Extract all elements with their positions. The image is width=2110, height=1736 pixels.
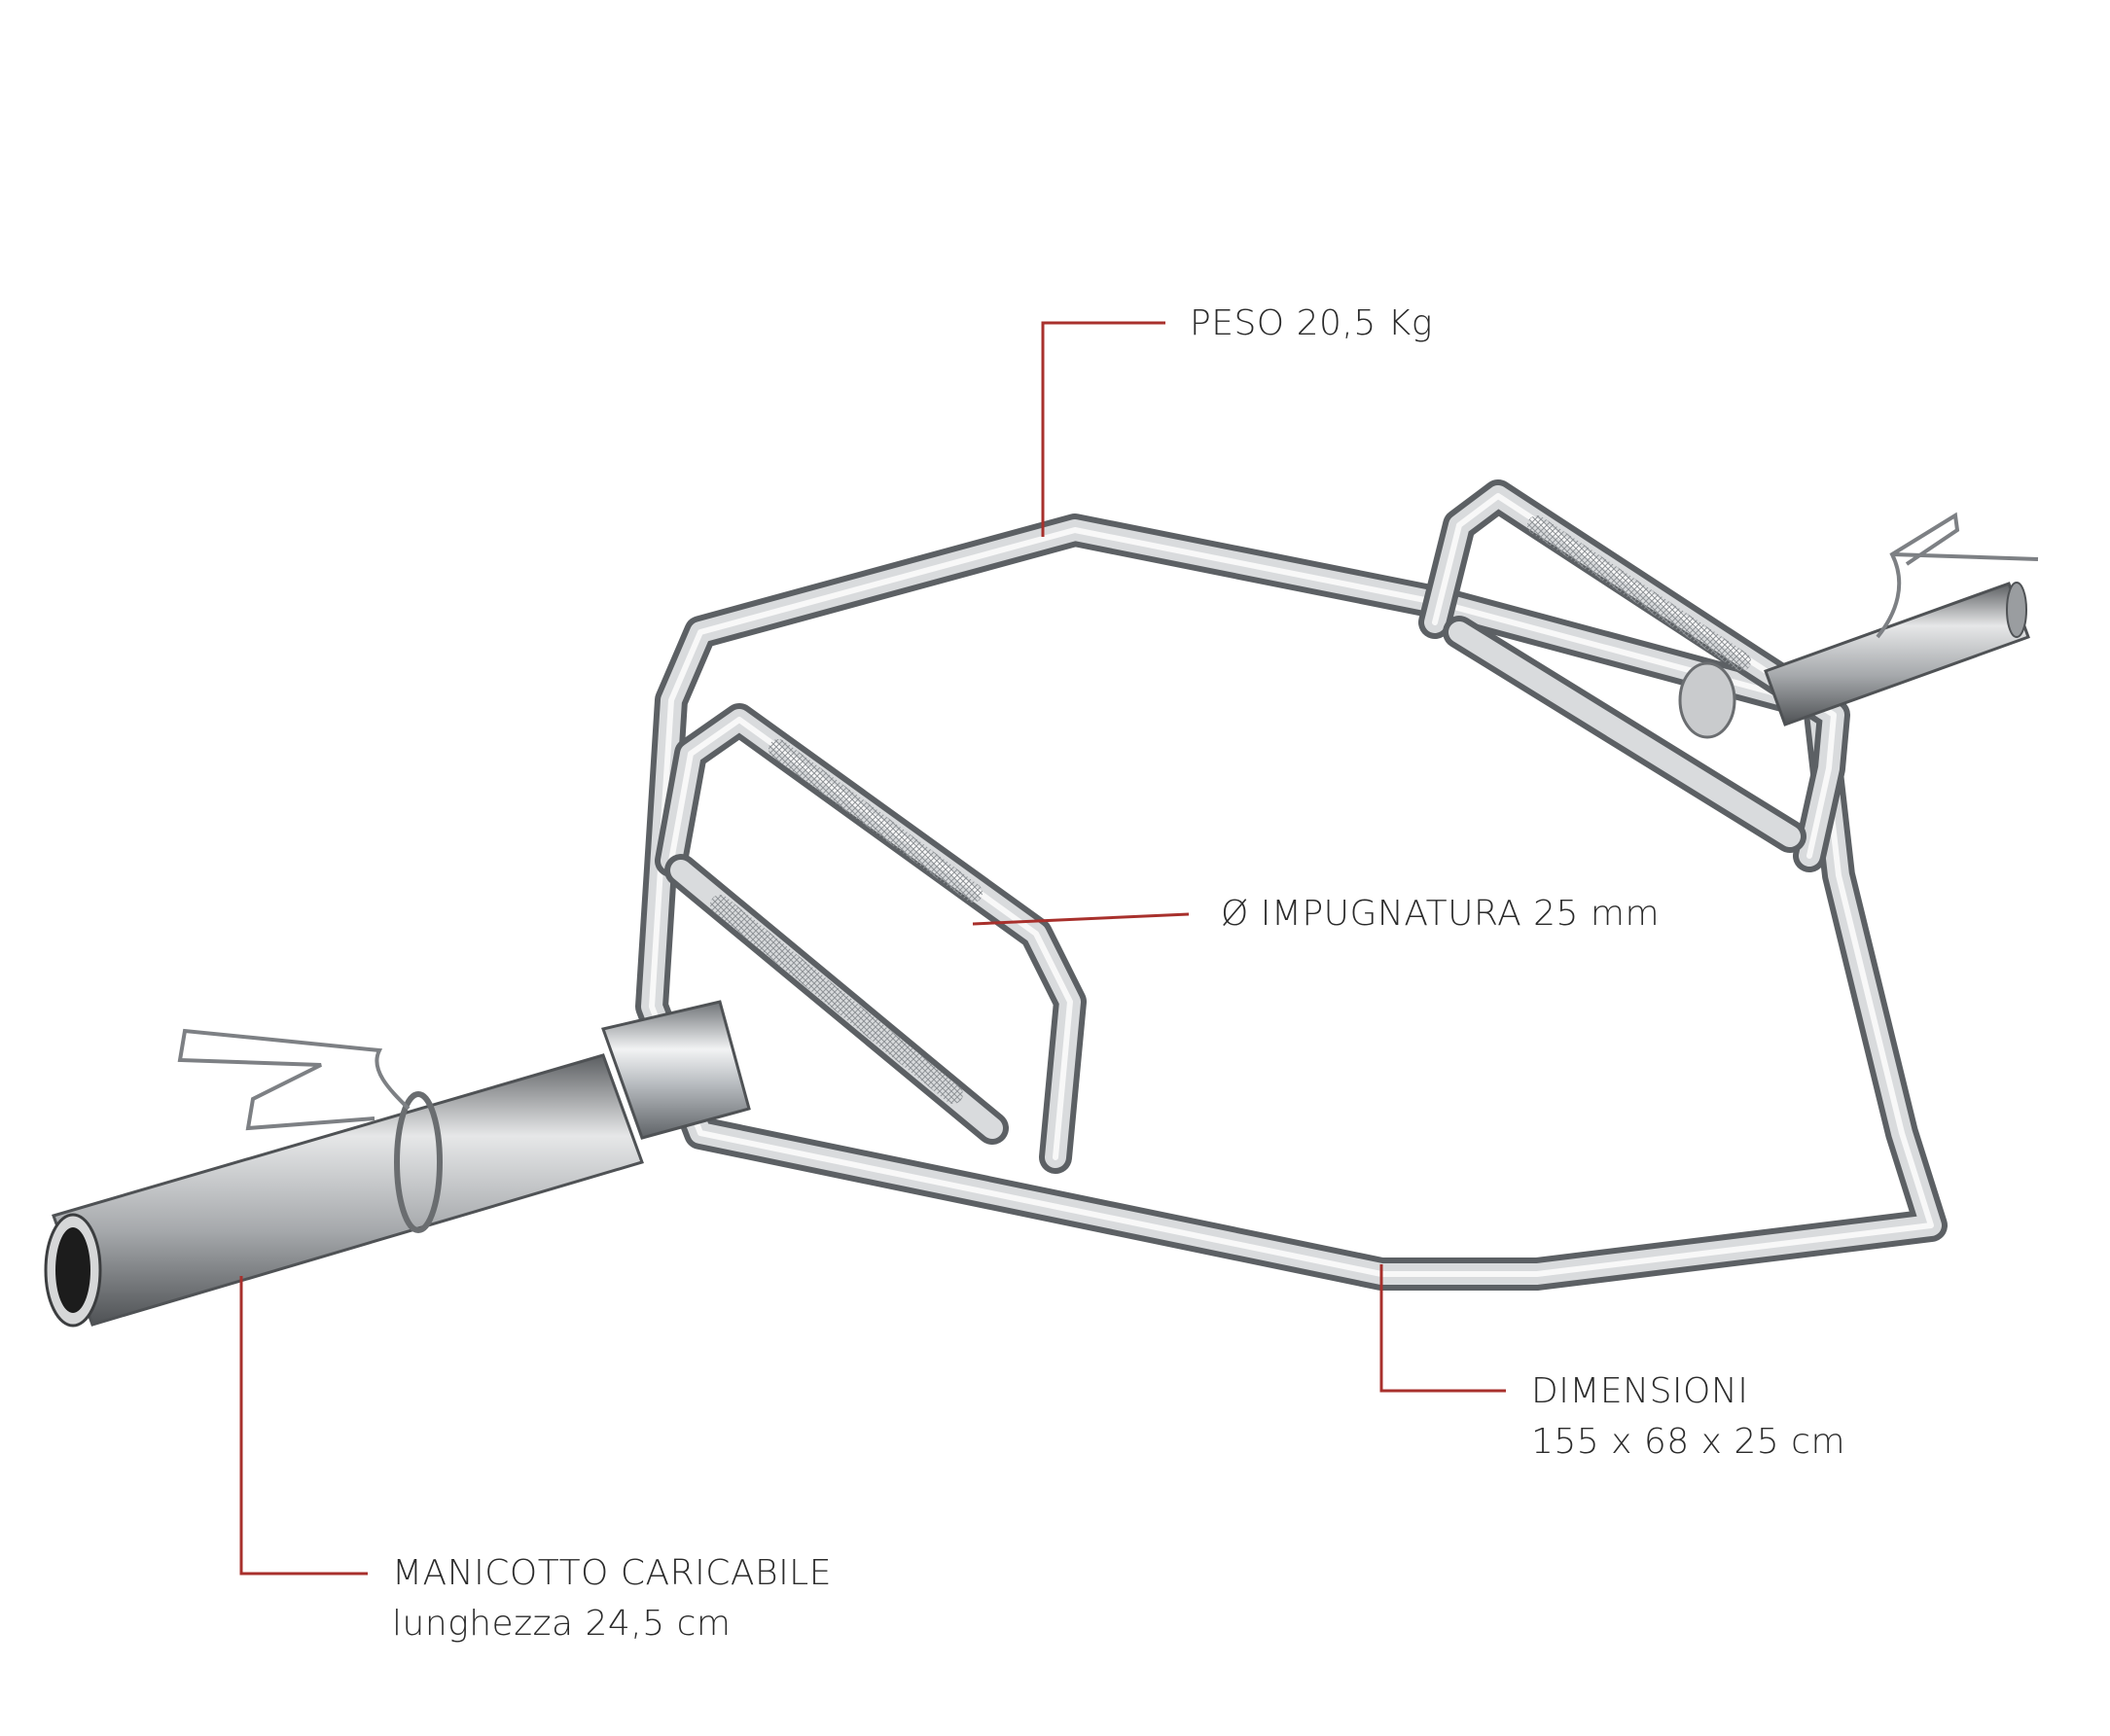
callout-line-grip bbox=[972, 912, 1190, 926]
callout-sleeve-value: lunghezza 24,5 cm bbox=[392, 1604, 732, 1644]
callout-grip-text: Ø IMPUGNATURA 25 mm bbox=[1221, 894, 1661, 934]
callout-dimensions: DIMENSIONI 155 x 68 x 25 cm bbox=[1531, 1366, 1845, 1468]
callout-sleeve-title: MANICOTTO CARICABILE bbox=[392, 1553, 832, 1593]
right-sleeve bbox=[1678, 512, 2039, 739]
callout-line-dimensions bbox=[1379, 1264, 1506, 1393]
right-handle bbox=[1418, 479, 1850, 872]
callout-dimensions-value: 155 x 68 x 25 cm bbox=[1531, 1422, 1846, 1462]
left-sleeve bbox=[44, 1000, 751, 1328]
callout-weight: PESO 20,5 Kg bbox=[1190, 299, 1433, 349]
callout-dimensions-title: DIMENSIONI bbox=[1531, 1371, 1749, 1411]
callout-weight-text: PESO 20,5 Kg bbox=[1190, 303, 1433, 343]
callout-line-sleeve bbox=[239, 1276, 368, 1576]
left-handle bbox=[655, 703, 1087, 1174]
callout-line-weight bbox=[1041, 321, 1165, 537]
callout-grip-diameter: Ø IMPUGNATURA 25 mm bbox=[1221, 889, 1660, 939]
callout-sleeve: MANICOTTO CARICABILE lunghezza 24,5 cm bbox=[392, 1548, 832, 1649]
callout-lines bbox=[239, 321, 1506, 1576]
